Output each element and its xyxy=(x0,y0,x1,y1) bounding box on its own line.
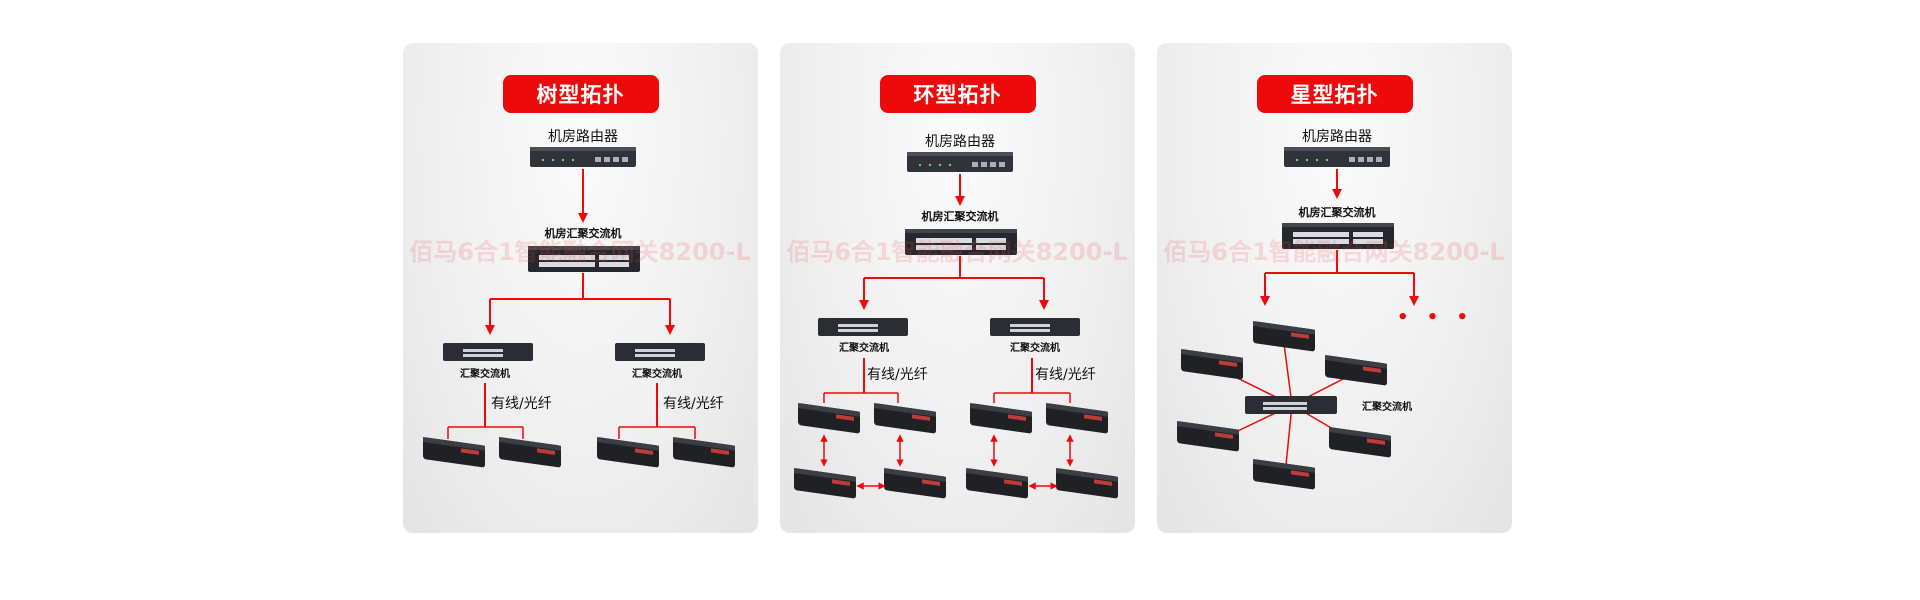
agg-switch-label: 汇聚交流机 xyxy=(632,369,682,380)
router-device xyxy=(907,152,1013,172)
more-devices-ellipsis: • • • xyxy=(1397,307,1475,328)
link-label: 有线/光纤 xyxy=(867,367,928,383)
hub-switch-device xyxy=(1245,396,1337,414)
star-topology-panel: 星型拓扑 机房路由器 机房汇聚交流机 汇聚交流机 • • • xyxy=(1157,43,1512,533)
core-switch-label: 机房汇聚交流机 xyxy=(544,227,622,240)
gateway-device xyxy=(1253,459,1315,490)
tree-topology-panel: 树型拓扑 机房路由器 机房汇聚交流机 汇聚交流机 汇聚交流机 有线/光纤 有线/… xyxy=(403,43,758,533)
gateway-device xyxy=(874,403,936,434)
gateway-device xyxy=(1056,468,1118,499)
gateway-device xyxy=(884,468,946,499)
router-device xyxy=(1284,147,1390,167)
ring-topology-panel: 环型拓扑 机房路由器 机房汇聚交流机 汇聚交流机 汇聚交流机 有线/光纤 有线/… xyxy=(780,43,1135,533)
panel-title: 环型拓扑 xyxy=(879,75,1036,113)
core-switch-device xyxy=(1282,223,1394,249)
gateway-device xyxy=(1181,349,1243,380)
gateway-device xyxy=(966,468,1028,499)
tree-diagram xyxy=(423,147,735,468)
gateway-device xyxy=(1325,355,1387,386)
agg-switch-left xyxy=(443,343,533,361)
agg-switch-right xyxy=(615,343,705,361)
link-label: 有线/光纤 xyxy=(491,396,552,412)
router-device xyxy=(530,147,636,167)
router-label: 机房路由器 xyxy=(548,129,618,145)
gateway-device xyxy=(423,437,485,468)
agg-switch-label: 汇聚交流机 xyxy=(460,369,510,380)
gateway-device xyxy=(1253,321,1315,352)
gateway-device xyxy=(597,437,659,468)
link-label: 有线/光纤 xyxy=(1035,367,1096,383)
gateway-device xyxy=(673,437,735,468)
panel-title: 树型拓扑 xyxy=(502,75,659,113)
router-label: 机房路由器 xyxy=(925,134,995,150)
core-switch-label: 机房汇聚交流机 xyxy=(921,210,999,223)
gateway-device xyxy=(794,468,856,499)
hub-switch-label: 汇聚交流机 xyxy=(1362,402,1412,413)
gateway-device xyxy=(1329,427,1391,458)
core-switch-device xyxy=(528,246,640,272)
panel-title: 星型拓扑 xyxy=(1256,75,1413,113)
gateway-device xyxy=(499,437,561,468)
agg-switch-label: 汇聚交流机 xyxy=(839,343,889,354)
ring-diagram xyxy=(794,152,1118,499)
gateway-device xyxy=(1046,403,1108,434)
agg-switch-left xyxy=(818,318,908,336)
agg-switch-right xyxy=(990,318,1080,336)
star-diagram xyxy=(1177,147,1419,490)
gateway-device xyxy=(798,403,860,434)
router-label: 机房路由器 xyxy=(1302,129,1372,145)
link-label: 有线/光纤 xyxy=(663,396,724,412)
gateway-device xyxy=(970,403,1032,434)
gateway-device xyxy=(1177,421,1239,452)
core-switch-label: 机房汇聚交流机 xyxy=(1298,206,1376,219)
core-switch-device xyxy=(905,229,1017,255)
agg-switch-label: 汇聚交流机 xyxy=(1010,343,1060,354)
